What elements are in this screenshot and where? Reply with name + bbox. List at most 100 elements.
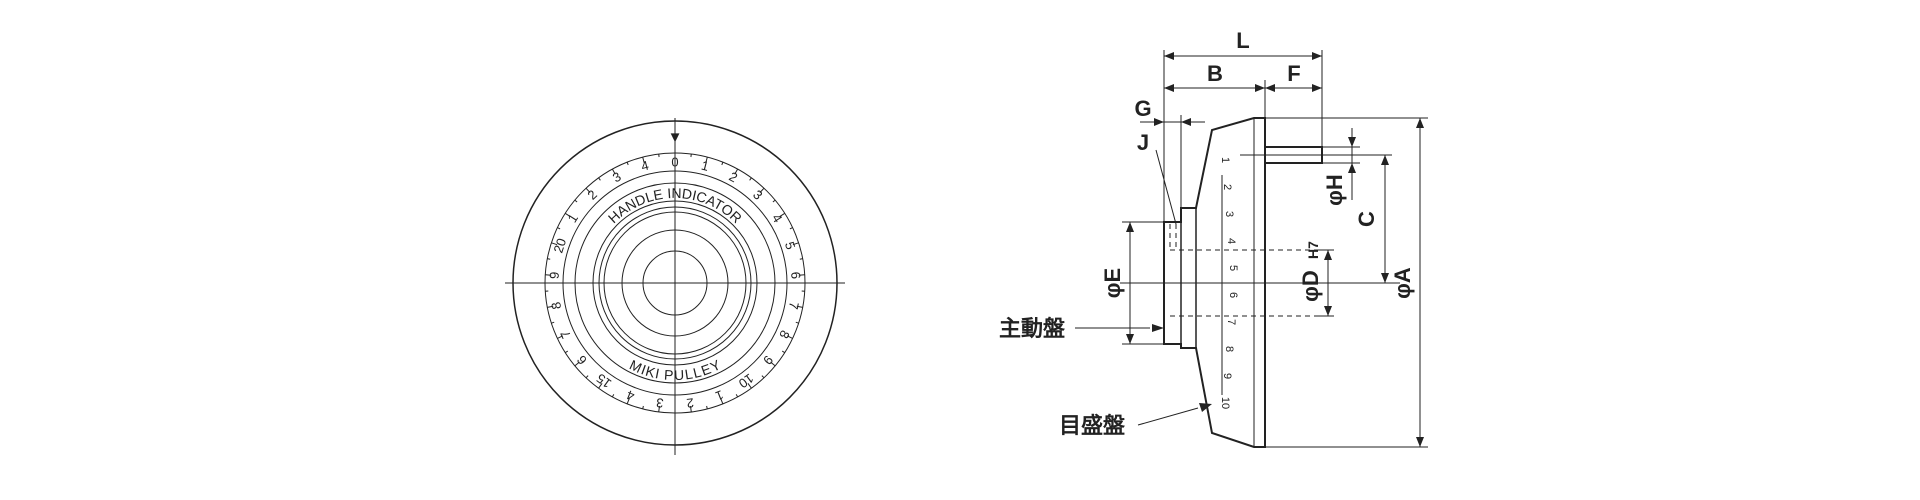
side-scale-number: 4 (1225, 238, 1237, 244)
dim-L-label: L (1236, 28, 1249, 53)
scale-number: 8 (548, 301, 564, 311)
side-scale-number: 5 (1227, 265, 1239, 271)
dim-D-tolerance: H7 (1305, 241, 1321, 259)
scale-tick (547, 305, 554, 308)
dim-E-label: φE (1100, 268, 1125, 298)
scale-tick (626, 161, 629, 166)
scale-tick (799, 258, 803, 260)
scale-tick (598, 383, 603, 389)
dim-L-arrow-right (1312, 52, 1322, 60)
scale-tick (551, 321, 555, 324)
scale-number: 5 (782, 240, 799, 252)
scale-tick (734, 168, 739, 175)
dim-D-label: φD (1298, 270, 1323, 302)
scale-tick (642, 405, 644, 410)
dim-D-arrow-bottom (1324, 306, 1332, 316)
side-scale-number: 6 (1227, 292, 1239, 298)
dim-G-arrow-left (1154, 118, 1164, 126)
scale-tick (551, 242, 558, 246)
scale-disc-arrow (1199, 403, 1212, 412)
dim-H-label: φH (1322, 174, 1347, 206)
dim-F-arrow-right (1312, 84, 1322, 92)
scale-disc-label: 目盛盤 (1059, 413, 1126, 438)
dim-F-arrow-left (1265, 84, 1275, 92)
scale-tick (747, 383, 752, 389)
scale-tick (789, 227, 793, 230)
scale-number: 0 (671, 155, 678, 170)
scale-tick (772, 199, 776, 203)
scale-number: 1 (713, 387, 725, 404)
scale-tick (564, 212, 571, 218)
side-scale-number: 8 (1223, 346, 1235, 352)
scale-number: 3 (610, 169, 624, 186)
scale-tick (796, 305, 803, 308)
scale-number: 20 (551, 236, 570, 254)
scale-tick (574, 199, 578, 203)
scale-number: 4 (624, 387, 636, 404)
dim-A-arrow-bottom (1416, 437, 1424, 447)
scale-number: 2 (686, 395, 695, 411)
dim-C-arrow-top (1381, 155, 1389, 165)
scale-tick (761, 375, 765, 379)
dim-C-arrow-bottom (1381, 273, 1389, 283)
scale-tick (706, 405, 708, 410)
scale-number: 15 (594, 371, 615, 392)
dim-A-label: φA (1390, 267, 1415, 299)
scale-tick (735, 394, 739, 398)
dim-B-arrow-left (1164, 84, 1174, 92)
scale-inner-circle (562, 170, 788, 396)
dim-E-arrow-bottom (1126, 334, 1134, 344)
side-scale-number: 3 (1223, 211, 1235, 217)
side-scale-number: 1 (1219, 157, 1231, 163)
dim-F-label: F (1287, 61, 1300, 86)
dim-C-label: C (1354, 211, 1379, 227)
scale-tick (786, 335, 793, 339)
label-ring-outer (574, 182, 776, 384)
scale-number: 3 (655, 395, 664, 411)
scale-number: 3 (750, 187, 766, 203)
scale-tick (574, 361, 580, 367)
scale-tick (611, 394, 615, 398)
scale-tick (585, 375, 589, 379)
scale-tick (721, 161, 724, 166)
scale-tick (792, 242, 799, 246)
hub-circle (621, 229, 729, 337)
scale-number: 10 (736, 371, 757, 392)
label-ring-inner-2 (598, 206, 752, 360)
driving-disc-arrow (1152, 324, 1164, 332)
driving-disc-label: 主動盤 (999, 316, 1066, 341)
dim-H-arrow-top (1348, 137, 1356, 147)
scale-tick (781, 350, 786, 354)
scale-tick (611, 168, 616, 175)
dim-G-label: G (1134, 96, 1151, 121)
scale-tick (557, 335, 564, 339)
side-scale-number: 10 (1219, 397, 1231, 409)
scale-tick (598, 177, 601, 181)
scale-number: 7 (786, 301, 802, 311)
side-scale-number: 9 (1221, 373, 1233, 379)
scale-tick (795, 321, 799, 324)
dim-G-arrow-right (1181, 118, 1191, 126)
scale-number: 8 (776, 328, 793, 341)
scale-tick (770, 361, 776, 367)
scale-tick (547, 258, 551, 260)
scale-number: 7 (557, 328, 574, 341)
dim-A-arrow-top (1416, 118, 1424, 128)
scale-number: 1 (565, 211, 582, 225)
scale-tick (705, 156, 708, 164)
scale-tick (585, 187, 591, 193)
J-label: J (1137, 130, 1149, 155)
label-ring-inner-1 (592, 200, 758, 366)
scale-tick (642, 156, 645, 164)
scale-tick (658, 405, 660, 413)
scale-tick (759, 187, 765, 193)
scale-tick (626, 398, 630, 405)
outer-disc-outline (512, 120, 838, 446)
dim-D-arrow-top (1324, 250, 1332, 260)
index-mark-icon: ▼ (668, 129, 683, 146)
dim-L-arrow-left (1164, 52, 1174, 60)
